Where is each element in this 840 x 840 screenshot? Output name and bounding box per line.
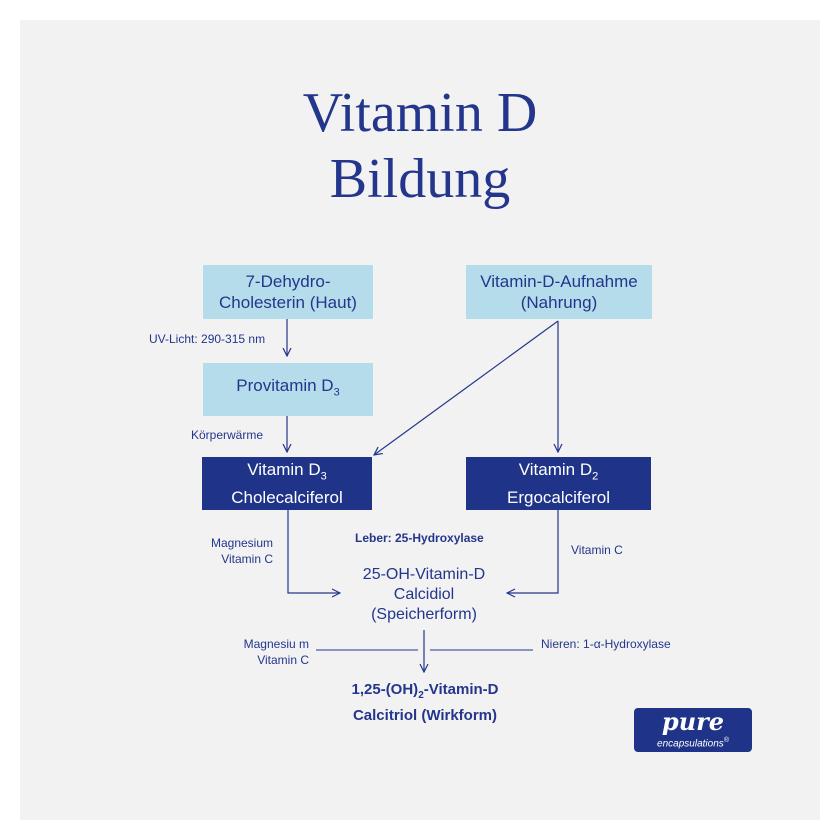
title-line-2: Bildung [329, 148, 511, 210]
page-title: Vitamin D Bildung [0, 80, 840, 212]
calcidiol-line-3: (Speicherform) [371, 606, 477, 623]
body-heat-label: Körperwärme [191, 428, 264, 442]
calcidiol-node: 25-OH-Vitamin-D Calcidiol (Speicherform) [324, 565, 524, 625]
calcidiol-line-2: Calcidiol [393, 586, 455, 603]
title-line-1: Vitamin D [302, 82, 538, 144]
provitamin-label: Provitamin D3 [236, 376, 340, 399]
uv-light-label: UV-Licht: 290-315 nm [149, 332, 266, 346]
calcidiol-line-1: 25-OH-Vitamin-D [362, 566, 486, 583]
vitamin-c-label-2: Vitamin C [571, 543, 623, 557]
background-panel [20, 20, 820, 820]
pure-encapsulations-logo: pure encapsulations® [634, 708, 752, 752]
magnesium-label-1: Magnesium [210, 536, 273, 550]
calcitriol-line-1: 1,25-(OH)2-Vitamin-D [351, 681, 499, 701]
vitamin-d3-box: Vitamin D3 Cholecalciferol [202, 457, 372, 510]
vitamin-d2-box: Vitamin D2 Ergocalciferol [466, 457, 651, 510]
calcitriol-line-2: Calcitriol (Wirkform) [352, 707, 498, 724]
dehydro-line-1: 7-Dehydro- [245, 272, 331, 291]
vitamin-c-label-3: Vitamin C [257, 653, 309, 667]
kidney-enzyme-label: Nieren: 1-α-Hydroxylase [541, 637, 671, 651]
cofactors-left-1: Magnesium Vitamin C [173, 535, 273, 567]
cofactors-left-2: Magnesiu m Vitamin C [209, 636, 309, 668]
dehydrocholesterol-box: 7-Dehydro- Cholesterin (Haut) [203, 265, 373, 319]
calcitriol-node: 1,25-(OH)2-Vitamin-D Calcitriol (Wirkfor… [290, 680, 560, 726]
logo-sub-line: encapsulations® [657, 737, 729, 750]
d3-line-2: Cholecalciferol [231, 488, 343, 508]
arrow-aufnahme-to-d3 [374, 320, 559, 455]
aufnahme-line-2: (Nahrung) [520, 293, 598, 312]
provitamin-box: Provitamin D3 [203, 363, 373, 416]
d3-line-1: Vitamin D3 [247, 459, 327, 483]
aufnahme-line-1: Vitamin-D-Aufnahme [480, 272, 638, 291]
vitamin-c-label-1: Vitamin C [221, 552, 273, 566]
magnesium-label-2: Magnesiu m [243, 637, 309, 651]
arrow-d3-to-calcidiol [287, 510, 340, 593]
logo-main-text: pure [661, 707, 725, 736]
dietary-intake-box: Vitamin-D-Aufnahme (Nahrung) [466, 265, 652, 319]
liver-enzyme-label: Leber: 25-Hydroxylase [355, 531, 484, 545]
d2-line-1: Vitamin D2 [518, 459, 599, 483]
d2-line-2: Ergocalciferol [507, 488, 610, 508]
arrow-d2-to-calcidiol [507, 510, 559, 593]
dehydro-line-2: Cholesterin (Haut) [219, 293, 357, 312]
